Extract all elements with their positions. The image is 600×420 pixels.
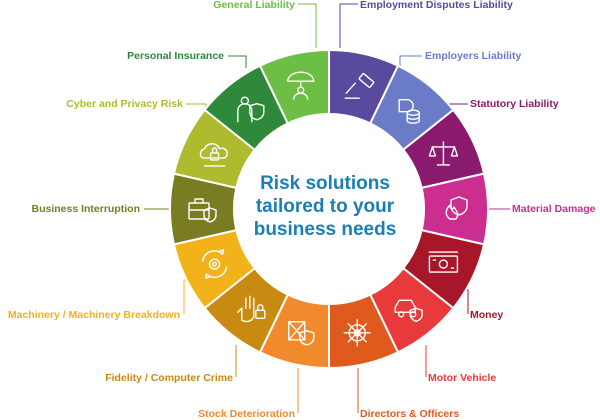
scales-icon bbox=[428, 141, 459, 166]
fire-shield-icon bbox=[445, 196, 468, 220]
center-title-line-3: business needs bbox=[253, 219, 397, 240]
wheel-segments bbox=[169, 48, 489, 370]
label-personal-insurance: Personal Insurance bbox=[127, 50, 224, 62]
car-shield-icon bbox=[394, 299, 423, 322]
briefcase-shield-icon bbox=[188, 198, 217, 223]
label-fidelity-computer-crime: Fidelity / Computer Crime bbox=[105, 372, 233, 384]
ship-wheel-icon bbox=[343, 319, 371, 347]
connector-employment bbox=[339, 3, 358, 48]
label-cyber-privacy-risk: Cyber and Privacy Risk bbox=[66, 98, 183, 110]
segment-general bbox=[258, 48, 330, 125]
person-shield-icon bbox=[237, 96, 265, 123]
banknote-icon bbox=[428, 251, 459, 273]
cloud-lock-icon bbox=[199, 143, 228, 167]
label-stock-deterioration: Stock Deterioration bbox=[198, 408, 295, 420]
label-connectors bbox=[144, 3, 510, 413]
label-machinery-breakdown: Machinery / Machinery Breakdown bbox=[7, 309, 180, 321]
gear-cycle-icon bbox=[201, 249, 228, 279]
connector-general bbox=[298, 3, 317, 48]
hand-lock-icon bbox=[237, 295, 266, 323]
segment-icons bbox=[188, 71, 468, 347]
umbrella-person-icon bbox=[287, 71, 315, 100]
label-motor-vehicle: Motor Vehicle bbox=[428, 372, 497, 384]
label-employment-disputes-liability: Employment Disputes Liability bbox=[360, 0, 513, 11]
center-title: Risk solutions tailored to your business… bbox=[220, 172, 430, 241]
center-title-line-2: tailored to your bbox=[255, 196, 395, 217]
label-employers-liability: Employers Liability bbox=[425, 50, 522, 62]
label-money: Money bbox=[470, 309, 504, 321]
box-shield-icon bbox=[288, 321, 315, 346]
label-directors-officers: Directors & Officers bbox=[360, 408, 460, 420]
label-general-liability: General Liability bbox=[213, 0, 295, 11]
label-statutory-liability: Statutory Liability bbox=[470, 98, 559, 110]
gavel-icon bbox=[344, 73, 375, 99]
center-title-line-1: Risk solutions bbox=[260, 173, 390, 194]
coin-stack-icon bbox=[398, 99, 420, 124]
connector-personal bbox=[228, 55, 247, 68]
label-business-interruption: Business Interruption bbox=[31, 203, 140, 215]
connector-employers bbox=[399, 55, 422, 68]
label-material-damage: Material Damage bbox=[512, 203, 596, 215]
